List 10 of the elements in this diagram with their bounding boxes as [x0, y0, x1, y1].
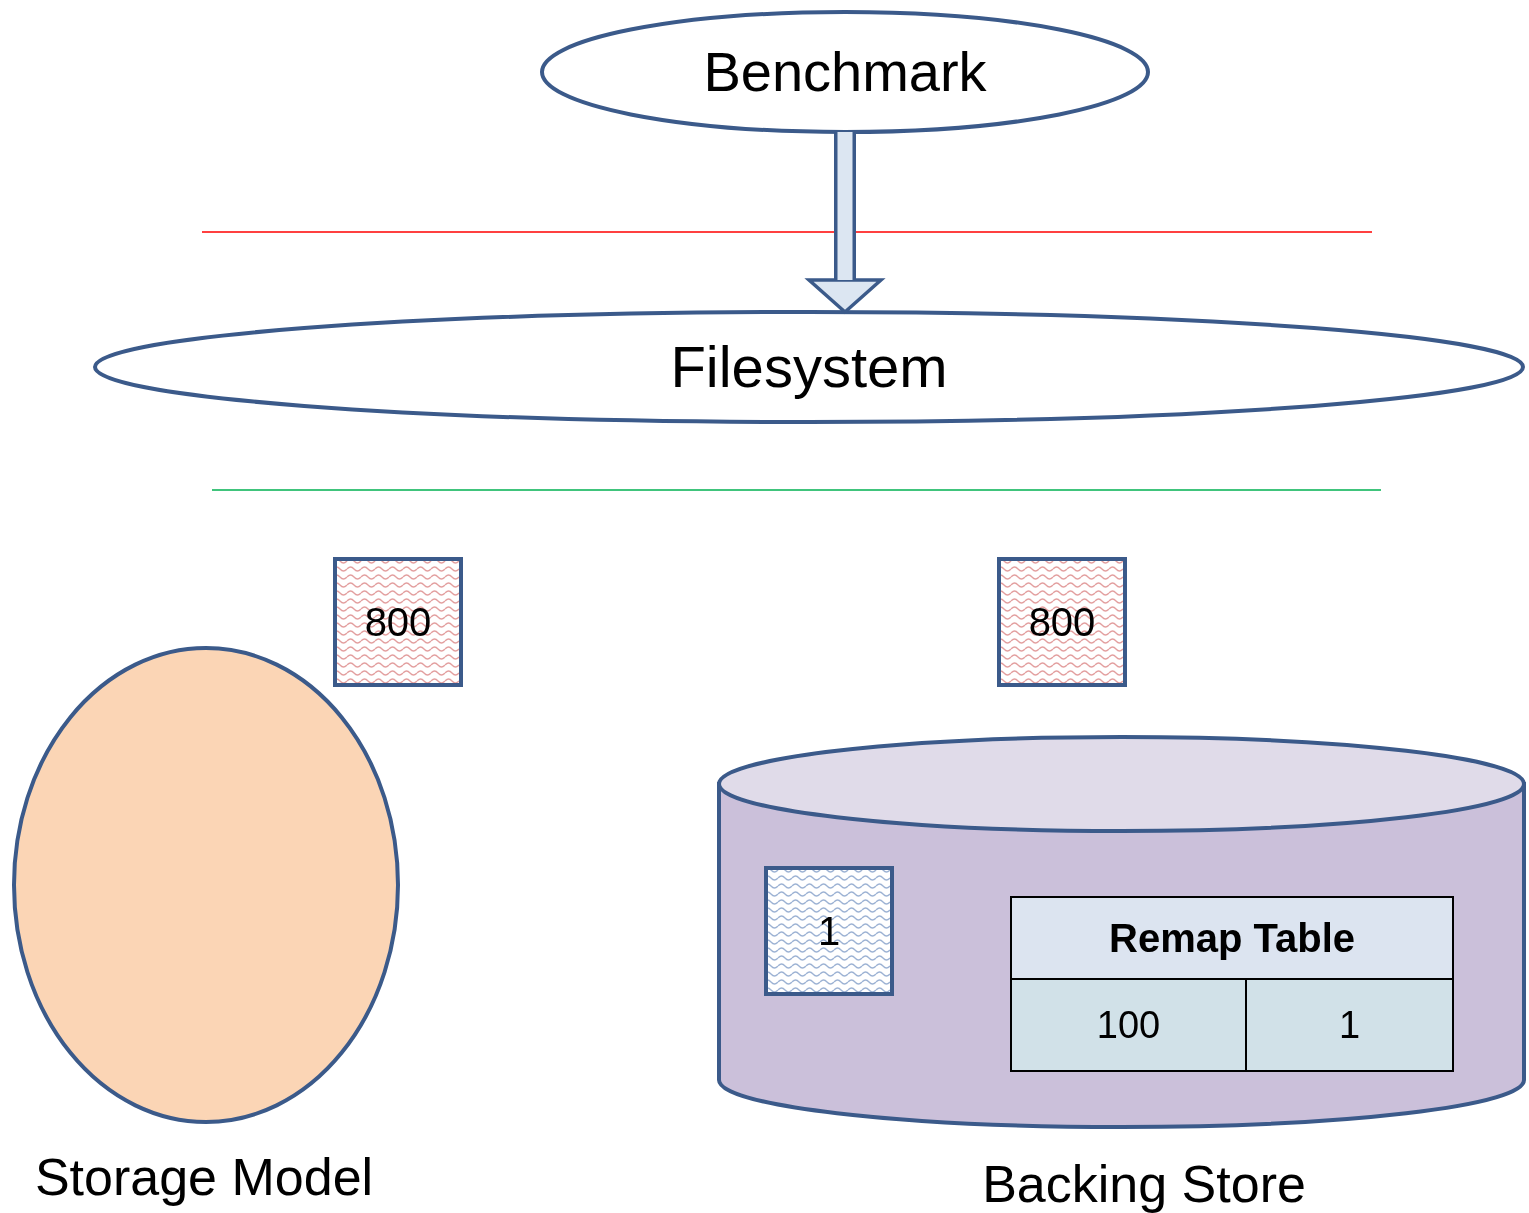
box-label: 800 [364, 600, 432, 644]
node-label: Backing Store [982, 1156, 1306, 1213]
table-cell: 1 [1246, 979, 1453, 1071]
table-header: Remap Table [1011, 897, 1453, 979]
table-cell: 100 [1011, 979, 1247, 1071]
node-label: Benchmark [703, 41, 987, 103]
box-label: 800 [1028, 600, 1096, 644]
box-label: 1 [817, 909, 841, 953]
node-label: Storage Model [34, 1149, 374, 1207]
node-label: Filesystem [670, 335, 948, 399]
